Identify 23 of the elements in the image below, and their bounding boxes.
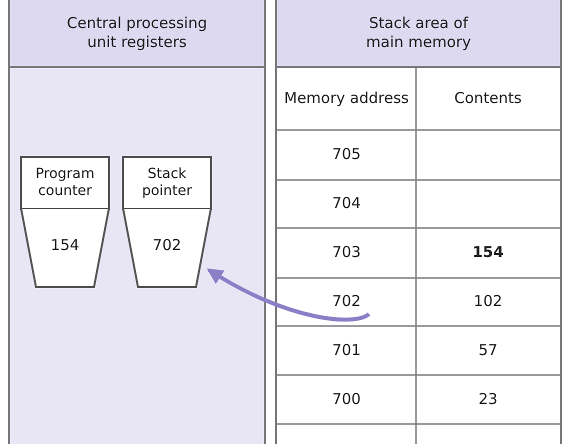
- panel-heading: Central processing unit registers: [66, 14, 208, 52]
- column-header: Memory address: [283, 88, 410, 110]
- column-header: Contents: [453, 88, 523, 110]
- memory-panel: [275, 0, 562, 444]
- table-cell-text: 102: [472, 291, 504, 312]
- table-cell-text: 703: [331, 242, 362, 264]
- register-trapezoid: [122, 208, 212, 288]
- table-cell-text: 154: [471, 242, 505, 264]
- table-cell-text: 57: [477, 340, 499, 361]
- register-value: 702: [152, 236, 182, 254]
- table-cell-text: 700: [331, 388, 362, 410]
- register-label: Program counter: [20, 156, 110, 210]
- register-trapezoid: [20, 208, 110, 288]
- table-cell-text: 23: [477, 388, 499, 410]
- table-cell-text: 704: [331, 193, 362, 214]
- address-cell: 702: [277, 278, 416, 326]
- table-cell-text: 701: [331, 340, 362, 361]
- panel-heading: Stack area of main memory: [365, 14, 472, 52]
- table-cell-text: 705: [331, 144, 362, 166]
- register-label: Stack pointer: [122, 156, 212, 210]
- register-value: 154: [50, 236, 80, 254]
- arrow: [206, 268, 370, 322]
- register-panel: [8, 0, 266, 444]
